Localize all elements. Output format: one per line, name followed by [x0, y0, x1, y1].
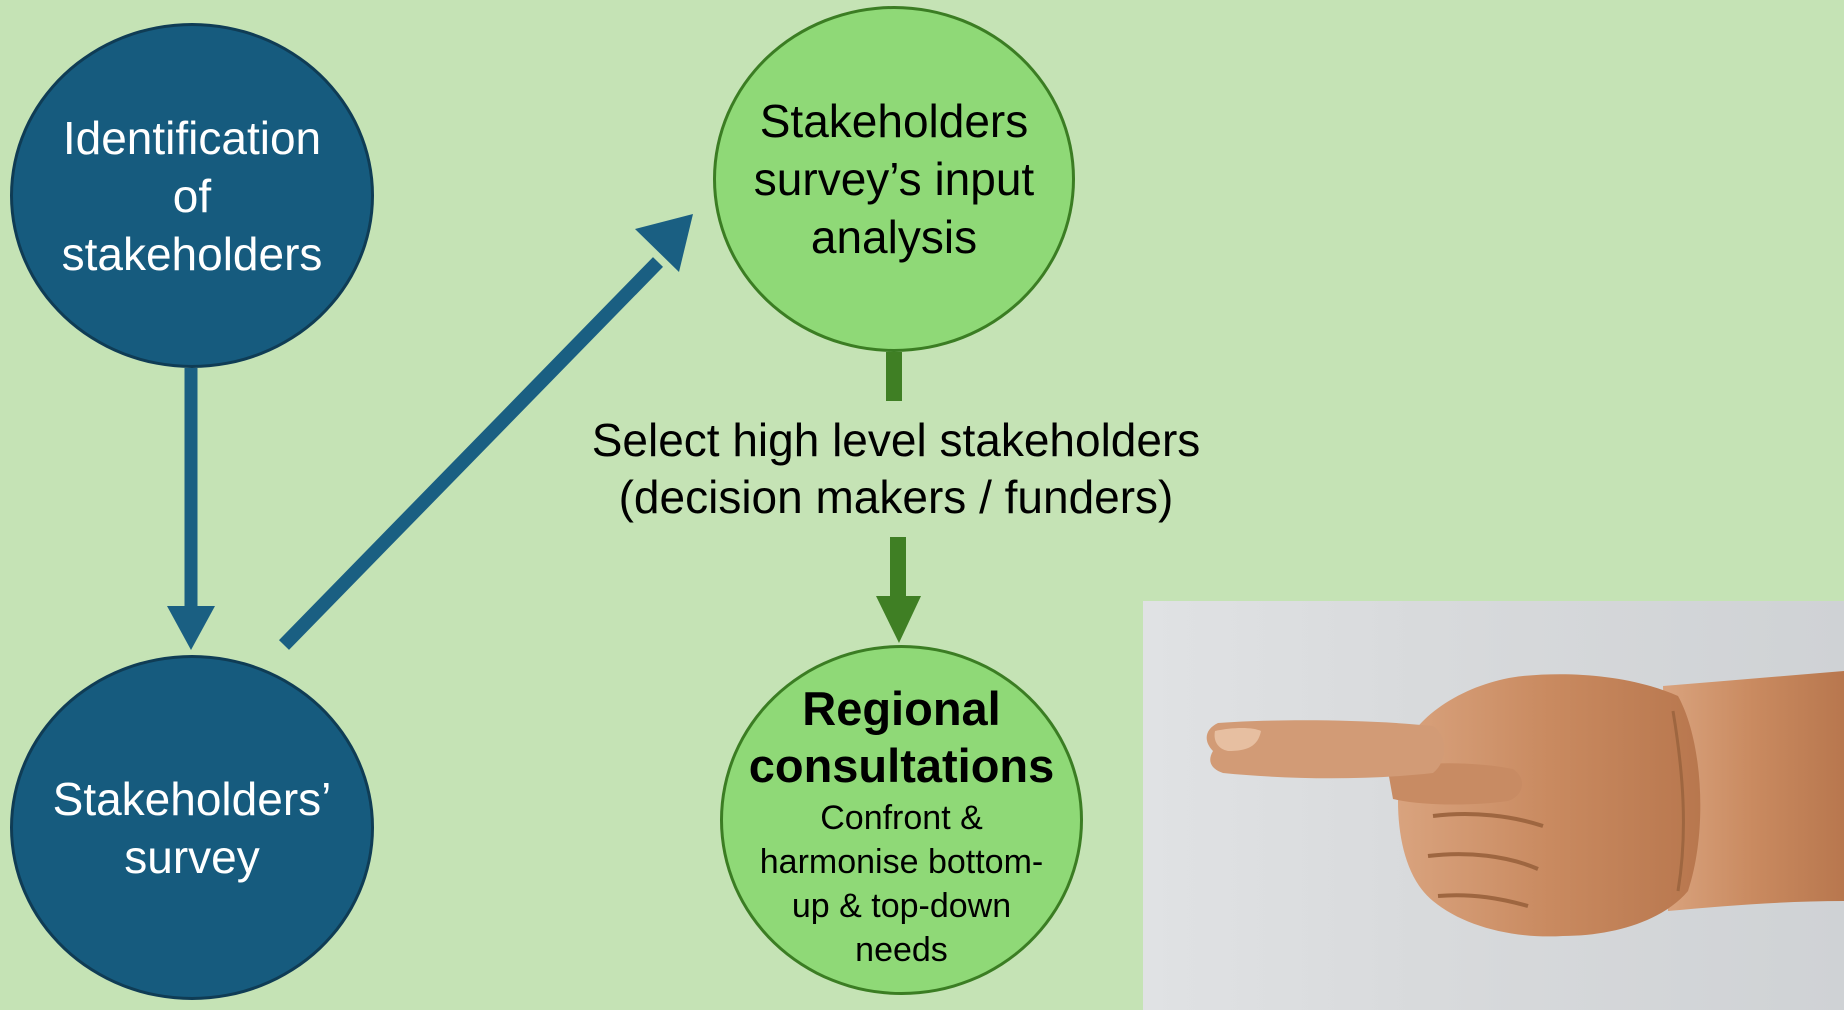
arrow-survey-to-analysis [278, 214, 693, 650]
node-stakeholders-survey: Stakeholders’ survey [10, 655, 374, 1000]
node-regional-consultations: Regional consultations Confront & harmon… [720, 645, 1083, 995]
node-label: Stakeholders’ survey [52, 772, 332, 883]
arrow-label-to-regional [876, 537, 921, 643]
node-title: Regional consultations [748, 682, 1055, 792]
node-subtitle: Confront & harmonise bottom- up & top-do… [759, 799, 1044, 969]
node-survey-input-analysis: Stakeholders survey’s input analysis [713, 6, 1075, 352]
node-label: Stakeholders survey’s input analysis [753, 95, 1035, 263]
pointing-hand-icon [1206, 671, 1844, 937]
pointing-hand-photo [1143, 601, 1844, 1010]
arrow-identification-to-survey [167, 368, 215, 650]
node-identification-of-stakeholders: Identification of stakeholders [10, 23, 374, 368]
connector-label: Select high level stakeholders (decision… [591, 414, 1201, 523]
node-label: Identification of stakeholders [61, 111, 323, 280]
